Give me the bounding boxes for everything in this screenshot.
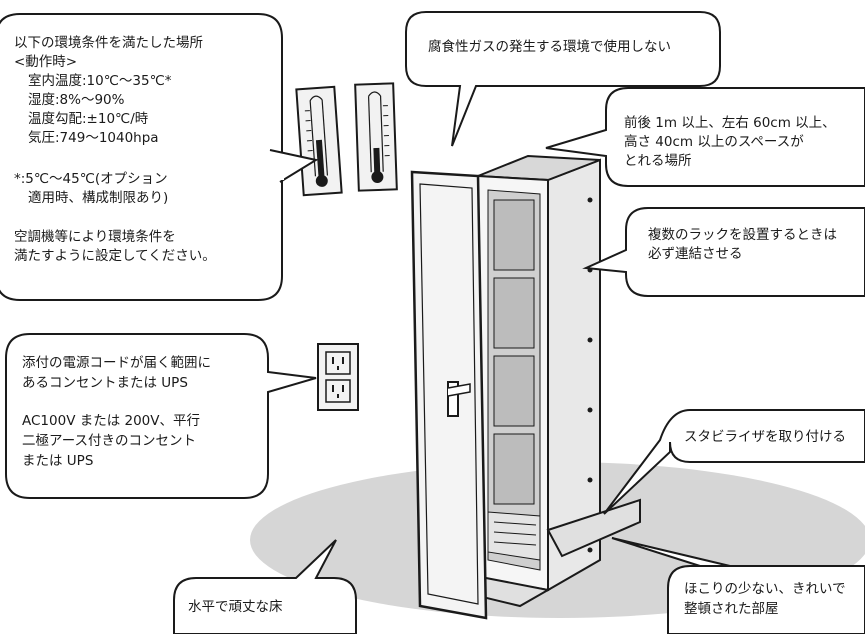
thermometer-icon xyxy=(295,85,343,197)
clearance-bubble xyxy=(545,87,865,187)
environment-humidity: 湿度:8%～90% xyxy=(28,92,125,108)
multi-rack-bubble xyxy=(582,207,865,297)
clearance-text-2: 高さ 40cm 以上のスペースが xyxy=(624,134,804,150)
multi-rack-text-2: 必ず連結させる xyxy=(648,246,743,262)
corrosive-gas-text: 腐食性ガスの発生する環境で使用しない xyxy=(428,39,671,55)
environment-aircon-note-2: 満たすように設定してください。 xyxy=(14,248,216,264)
power-text-3: AC100V または 200V、平行 xyxy=(22,413,201,429)
environment-pressure: 気圧:749～1040hpa xyxy=(28,130,159,146)
power-text-4: 二極アース付きのコンセント xyxy=(22,433,197,449)
environment-title: 以下の環境条件を満たした場所 xyxy=(14,35,203,51)
environment-operating-label: <動作時> xyxy=(14,54,78,70)
clean-room-text-2: 整頓された部屋 xyxy=(684,601,779,617)
environment-temperature: 室内温度:10℃～35℃* xyxy=(28,73,172,89)
environment-aircon-note: 空調機等により環境条件を xyxy=(14,229,176,245)
power-bubble xyxy=(5,333,317,499)
floor-text: 水平で頑丈な床 xyxy=(188,599,283,615)
power-outlet-icon xyxy=(317,343,359,411)
corrosive-gas-bubble xyxy=(405,11,721,147)
thermometer-icon xyxy=(354,82,398,192)
environment-bubble xyxy=(0,13,319,301)
stabilizer-text: スタビライザを取り付ける xyxy=(684,429,846,445)
environment-option-note: *:5℃～45℃(オプション xyxy=(14,171,168,187)
stabilizer-bubble xyxy=(603,409,865,515)
floor-bubble xyxy=(173,539,357,634)
clean-room-text-1: ほこりの少ない、きれいで xyxy=(684,581,846,597)
server-rack-illustration xyxy=(410,154,641,620)
multi-rack-text-1: 複数のラックを設置するときは xyxy=(648,227,837,243)
clearance-text-3: とれる場所 xyxy=(624,153,692,169)
power-text-1: 添付の電源コードが届く範囲に xyxy=(22,355,211,371)
power-text-5: または UPS xyxy=(22,453,94,469)
clean-room-bubble xyxy=(611,537,865,634)
environment-gradient: 温度勾配:±10℃/時 xyxy=(28,111,149,127)
power-text-2: あるコンセントまたは UPS xyxy=(22,375,188,391)
clearance-text-1: 前後 1m 以上、左右 60cm 以上、 xyxy=(624,115,836,131)
environment-option-note-2: 適用時、構成制限あり) xyxy=(28,190,169,206)
